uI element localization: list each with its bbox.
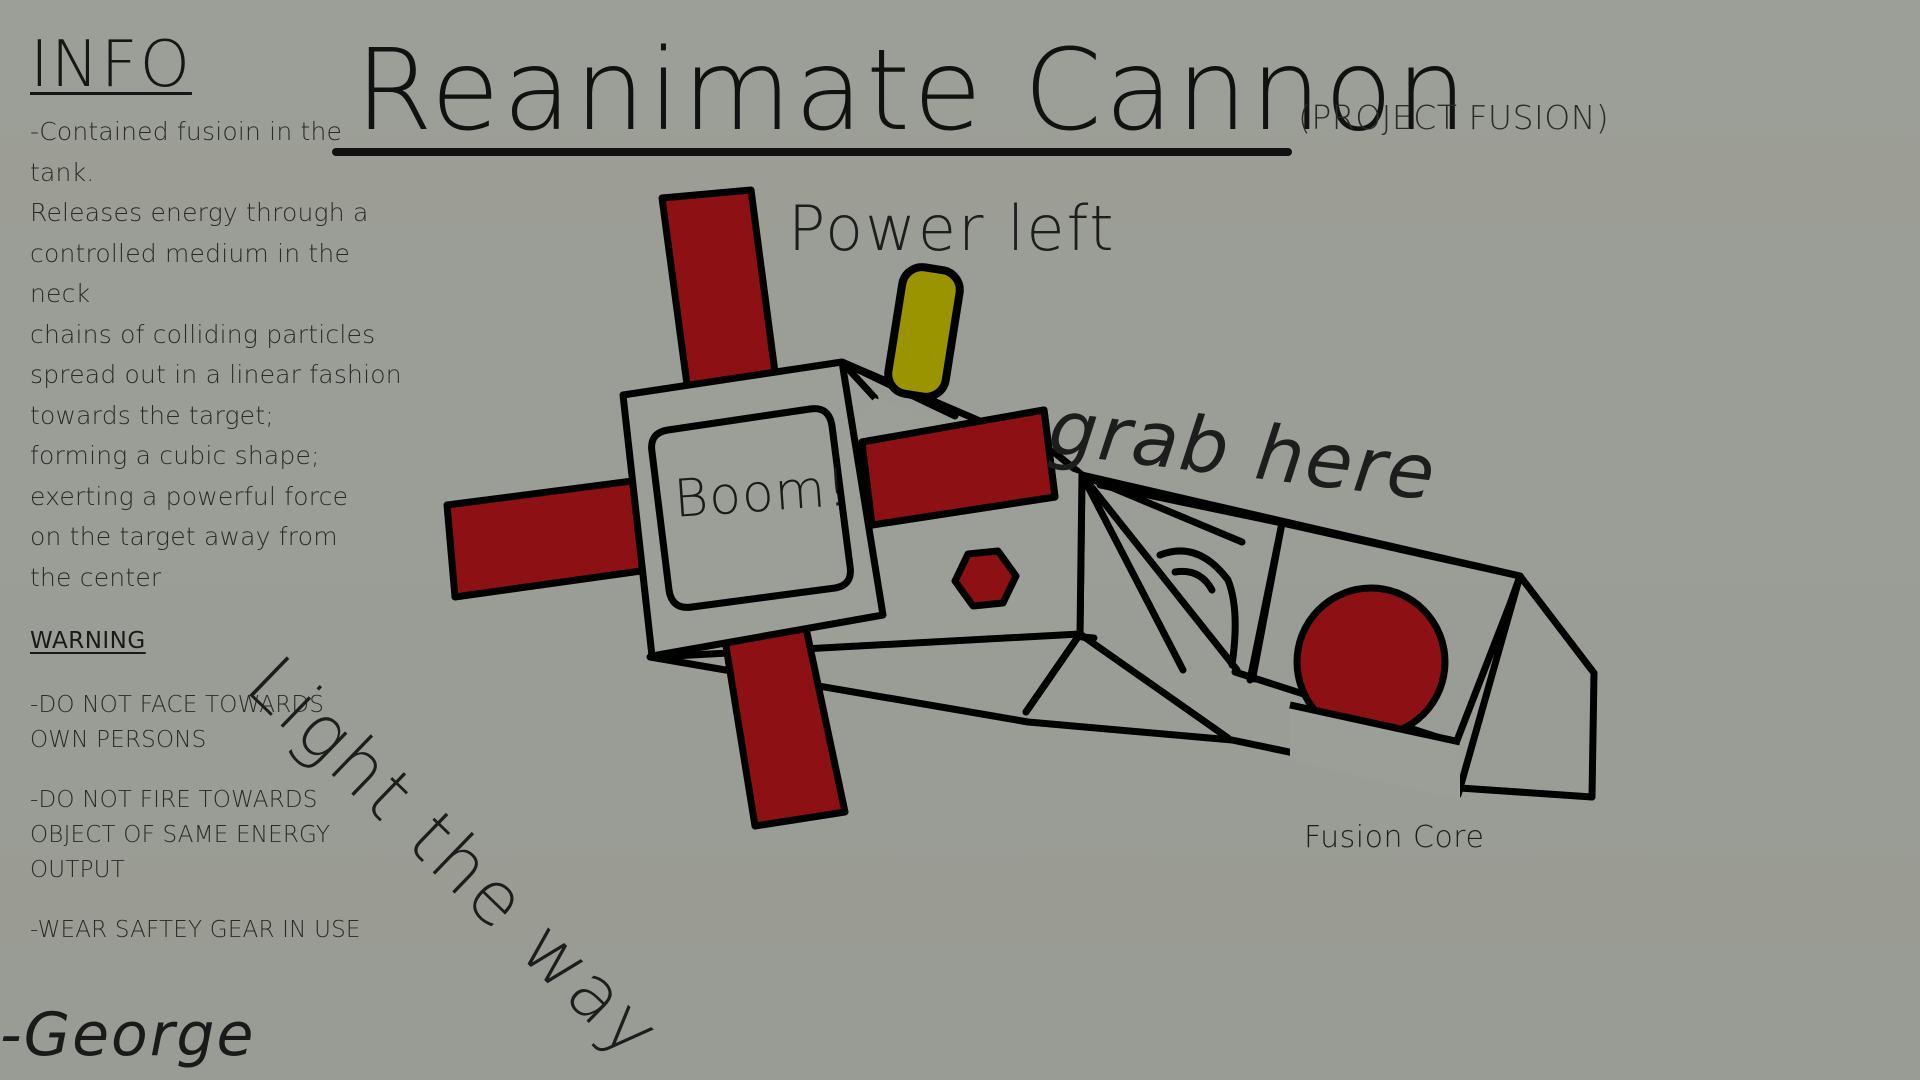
red-arm-left — [447, 480, 648, 597]
power-indicator — [885, 264, 962, 399]
boom-label: Boom! — [672, 458, 850, 530]
red-arm-top — [662, 190, 776, 392]
power-left-label: Power left — [788, 192, 1116, 265]
red-arm-bottom — [725, 628, 845, 826]
fusion-core-label: Fusion Core — [1304, 820, 1484, 855]
hex-button — [955, 551, 1016, 606]
